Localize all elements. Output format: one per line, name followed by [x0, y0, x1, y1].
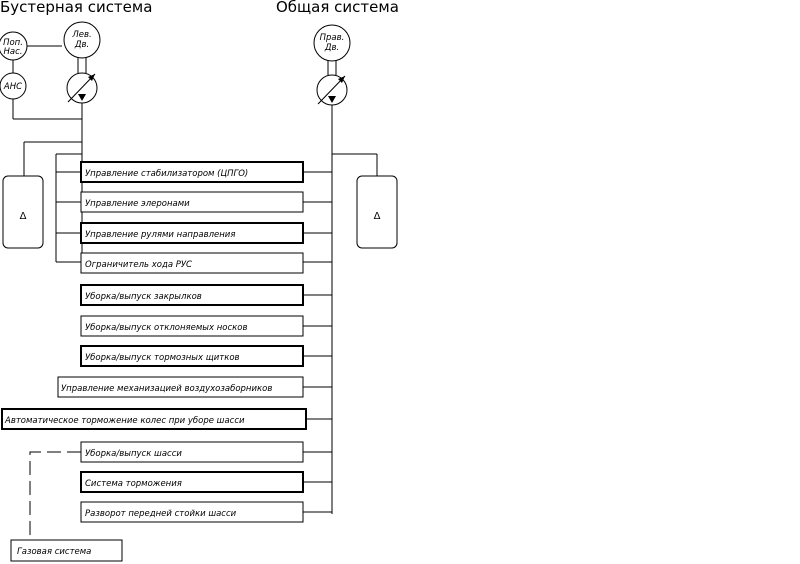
gas-system-label: Газовая система: [17, 547, 91, 557]
booster-pump-top-left: Поп. Нас.: [0, 31, 28, 61]
common-pump-right-engine-label-1: Прав.: [320, 33, 345, 43]
common-variable-pump-icon: [316, 74, 348, 106]
booster-pump-left-engine: Лев. Дв.: [63, 21, 101, 59]
consumer-air-intakes: Управление механизацией воздухозаборнико…: [61, 384, 272, 394]
consumer-ailerons: Управление элеронами: [85, 199, 190, 209]
booster-tank: Δ: [2, 175, 44, 249]
common-tank: Δ: [356, 175, 398, 249]
consumer-stick-limiter: Ограничитель хода РУС: [85, 260, 192, 270]
common-system-title: Общая система: [276, 0, 399, 16]
consumer-slats: Уборка/выпуск отклоняемых носков: [85, 323, 248, 333]
consumer-landing-gear: Уборка/выпуск шасси: [85, 449, 182, 459]
booster-pump-top-left-label-2: Нас.: [4, 47, 23, 57]
booster-pump-top-left-label-1: Поп.: [3, 38, 23, 48]
booster-pump-left-engine-label-2: Дв.: [74, 40, 89, 50]
common-pump-right-engine: Прав. Дв.: [313, 24, 351, 62]
booster-variable-pump-icon: [66, 72, 98, 104]
booster-pump-ans: АНС: [0, 72, 27, 100]
common-tank-symbol: Δ: [374, 211, 381, 222]
booster-pump-ans-label: АНС: [3, 82, 22, 92]
consumer-braking-system: Система торможения: [85, 479, 182, 489]
consumer-nose-steering: Разворот передней стойки шасси: [85, 509, 237, 519]
booster-system-title: Бустерная система: [0, 0, 152, 16]
consumer-airbrakes: Уборка/выпуск тормозных щитков: [85, 353, 240, 363]
booster-tank-symbol: Δ: [20, 211, 27, 222]
common-pump-right-engine-label-2: Дв.: [324, 43, 339, 53]
consumer-stabilizer: Управление стабилизатором (ЦПГО): [85, 169, 248, 179]
consumer-rudder: Управление рулями направления: [85, 230, 235, 240]
consumer-auto-wheel-braking: Автоматическое торможение колес при убор…: [4, 416, 245, 426]
gas-system-box: Газовая система: [10, 539, 123, 562]
consumer-flaps: Уборка/выпуск закрылков: [85, 292, 202, 302]
booster-pump-left-engine-label-1: Лев.: [71, 30, 91, 40]
